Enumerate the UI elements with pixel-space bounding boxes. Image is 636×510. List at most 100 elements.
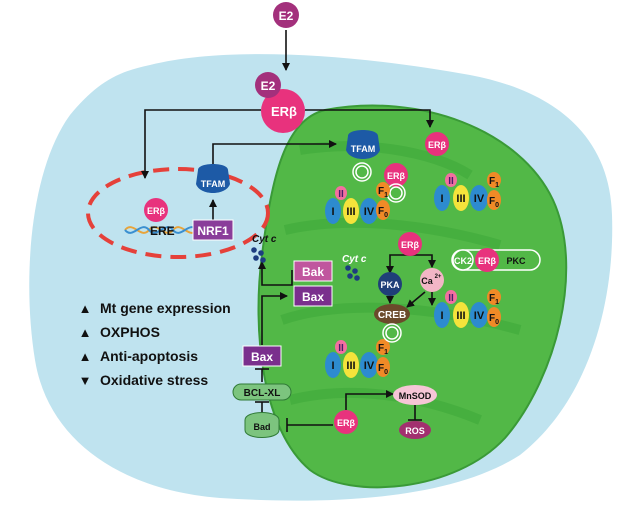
bclxl-label: BCL-XL — [244, 388, 281, 399]
svg-text:III: III — [346, 360, 355, 372]
erb-nucleus-label: ERβ — [147, 206, 166, 216]
svg-text:III: III — [346, 206, 355, 218]
mitochondrion-cristae — [280, 141, 522, 425]
arrow-erb-to-ca — [410, 254, 436, 268]
ck2-erb-pkc: CK2 ERβ PKC — [451, 248, 541, 272]
ca-sup-label: 2+ — [435, 274, 442, 280]
bak-label: Bak — [302, 265, 324, 279]
legend-item-1: ▲Mt gene expression — [78, 300, 231, 316]
svg-text:III: III — [456, 310, 465, 322]
arrow-erb-to-mnsod — [345, 390, 394, 410]
svg-text:F1: F1 — [489, 293, 499, 306]
creb-label: CREB — [378, 310, 406, 321]
creb-node: CREB — [374, 304, 410, 343]
pka-node: PKA — [378, 272, 402, 296]
arrow-up-icon: ▲ — [78, 301, 92, 316]
etc-complex-set-3: I II III IV F1 F0 — [434, 289, 501, 328]
erb-mito-bottom: ERβ — [334, 410, 358, 434]
ere-label: ERE — [150, 224, 175, 238]
pkc-label: PKC — [506, 256, 526, 266]
erb-mito-mtdna-label: ERβ — [387, 171, 406, 181]
svg-text:IV: IV — [474, 310, 485, 322]
erb-mito-signaling: ERβ — [398, 232, 422, 256]
tfam-mito: TFAM — [346, 130, 380, 182]
svg-text:IV: IV — [474, 193, 485, 205]
svg-text:F1: F1 — [378, 343, 388, 356]
arrow-tfam-to-mito — [212, 140, 337, 164]
mnsod-node: MnSOD — [393, 385, 437, 405]
pka-label: PKA — [380, 280, 400, 290]
ros-node: ROS — [399, 421, 431, 439]
e2-bound-label: E2 — [261, 79, 276, 93]
svg-text:IV: IV — [364, 360, 375, 372]
svg-text:F0: F0 — [489, 196, 499, 209]
arrow-up-icon: ▲ — [78, 325, 92, 340]
nrf1-label: NRF1 — [197, 224, 229, 238]
arrow-erb-to-mito — [305, 109, 434, 128]
arrow-ca-to-creb — [406, 291, 426, 308]
cytc-mito: Cyt c — [342, 254, 367, 281]
erb-mito-signaling-label: ERβ — [401, 240, 420, 250]
erb-mito-bottom-label: ERβ — [337, 418, 356, 428]
bak-box: Bak — [293, 260, 333, 282]
bad-shape: Bad — [244, 412, 280, 438]
etc-complex-set-1: I II III IV F1 F0 — [325, 182, 390, 224]
bad-label: Bad — [253, 422, 270, 432]
arrow-bak-to-cytc — [258, 261, 293, 286]
svg-text:F0: F0 — [378, 363, 388, 376]
dna-helix: ERE — [124, 224, 198, 238]
svg-text:I: I — [440, 193, 443, 205]
svg-text:F1: F1 — [378, 186, 388, 199]
svg-text:I: I — [331, 206, 334, 218]
arrow-erb-to-nucleus — [141, 109, 261, 179]
svg-text:II: II — [448, 293, 454, 304]
svg-text:I: I — [440, 310, 443, 322]
arrow-up-icon: ▲ — [78, 349, 92, 364]
erb-mito-mtdna: ERβ — [384, 163, 408, 203]
svg-text:F0: F0 — [378, 206, 388, 219]
legend-item-4: ▼Oxidative stress — [78, 372, 209, 388]
tfam-nucleus: TFAM — [196, 164, 230, 193]
etc-complex-set-2: I II III IV F1 F0 — [434, 172, 501, 211]
ck2-label: CK2 — [454, 256, 472, 266]
erb-nucleus: ERβ — [144, 198, 168, 222]
e2-erb-complex: ERβ E2 — [255, 72, 305, 133]
ca-node: Ca 2+ — [420, 268, 444, 292]
e2-free: E2 — [273, 2, 299, 28]
bax-mito-label: Bax — [302, 290, 324, 304]
svg-text:F1: F1 — [489, 176, 499, 189]
svg-text:II: II — [338, 189, 344, 200]
svg-text:IV: IV — [364, 206, 375, 218]
nrf1-box: NRF1 — [192, 219, 234, 241]
tfam-mito-label: TFAM — [351, 144, 376, 154]
svg-text:III: III — [456, 193, 465, 205]
ros-label: ROS — [405, 426, 425, 436]
cytc-cytoplasm: Cyt c — [251, 234, 277, 263]
legend-item-3: ▲Anti-apoptosis — [78, 348, 198, 364]
cytc-mito-label: Cyt c — [342, 254, 367, 265]
legend-item-2: ▲OXPHOS — [78, 324, 160, 340]
etc-complex-set-4: I II III IV F1 F0 — [325, 339, 390, 378]
mnsod-label: MnSOD — [399, 391, 432, 401]
arrow-erb-to-pka — [386, 254, 410, 274]
e2-free-label: E2 — [279, 9, 294, 23]
erb-mito-top: ERβ — [425, 132, 449, 156]
svg-text:I: I — [331, 360, 334, 372]
svg-text:II: II — [448, 176, 454, 187]
ca-label: Ca — [421, 276, 433, 286]
nucleus — [86, 167, 270, 259]
erb-cytoplasm-label: ERβ — [271, 104, 297, 119]
svg-text:F0: F0 — [489, 313, 499, 326]
erb-kinase-label: ERβ — [478, 256, 497, 266]
svg-text:II: II — [338, 343, 344, 354]
bax-mito-box: Bax — [293, 285, 333, 307]
erb-mito-top-label: ERβ — [428, 140, 447, 150]
arrow-down-icon: ▼ — [78, 373, 92, 388]
cytc-cytoplasm-label: Cyt c — [252, 234, 277, 245]
bclxl-pill: BCL-XL — [232, 383, 292, 401]
tfam-nucleus-label: TFAM — [201, 179, 226, 189]
arrow-bax-up — [261, 292, 288, 345]
bax-cytoplasm-box: Bax — [242, 345, 282, 367]
